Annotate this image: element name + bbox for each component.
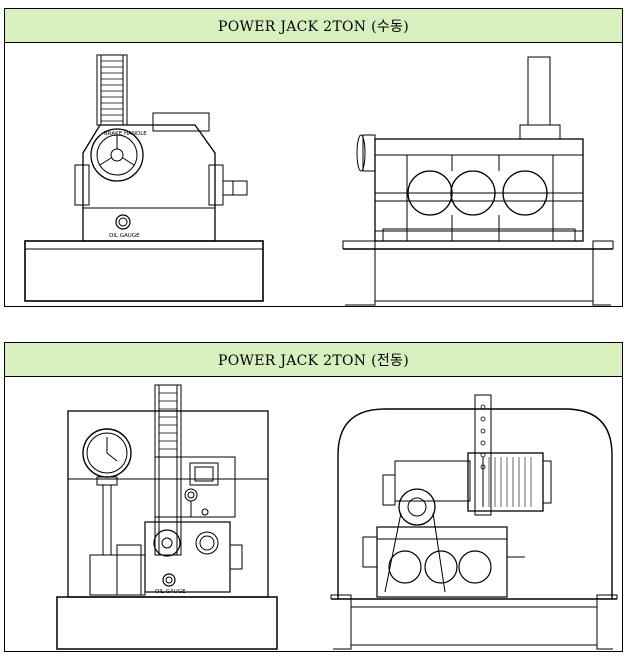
panel-electric: POWER JACK 2TON (전동) bbox=[4, 342, 623, 652]
manual-side-view bbox=[342, 56, 614, 306]
oil-gauge-label-manual: OIL GAUGE bbox=[109, 233, 140, 239]
brake-handle-label: BRAKE HANDLE bbox=[104, 131, 147, 137]
manual-jack-drawing: BRAKE HANDLE OIL GAUGE bbox=[24, 54, 614, 306]
oil-gauge-label-electric: OIL GAUGE bbox=[155, 589, 186, 595]
manual-front-view: BRAKE HANDLE OIL GAUGE bbox=[24, 54, 264, 302]
panel-manual: POWER JACK 2TON (수동) bbox=[4, 8, 623, 307]
panel-title-manual: POWER JACK 2TON (수동) bbox=[5, 9, 622, 43]
panel-title-electric: POWER JACK 2TON (전동) bbox=[5, 343, 622, 377]
electric-front-view: OIL GAUGE bbox=[56, 384, 278, 650]
electric-jack-drawing: OIL GAUGE bbox=[56, 384, 618, 650]
electric-side-view bbox=[330, 394, 618, 650]
drawing-area-electric: OIL GAUGE bbox=[5, 377, 622, 651]
drawing-area-manual: BRAKE HANDLE OIL GAUGE bbox=[5, 43, 622, 306]
